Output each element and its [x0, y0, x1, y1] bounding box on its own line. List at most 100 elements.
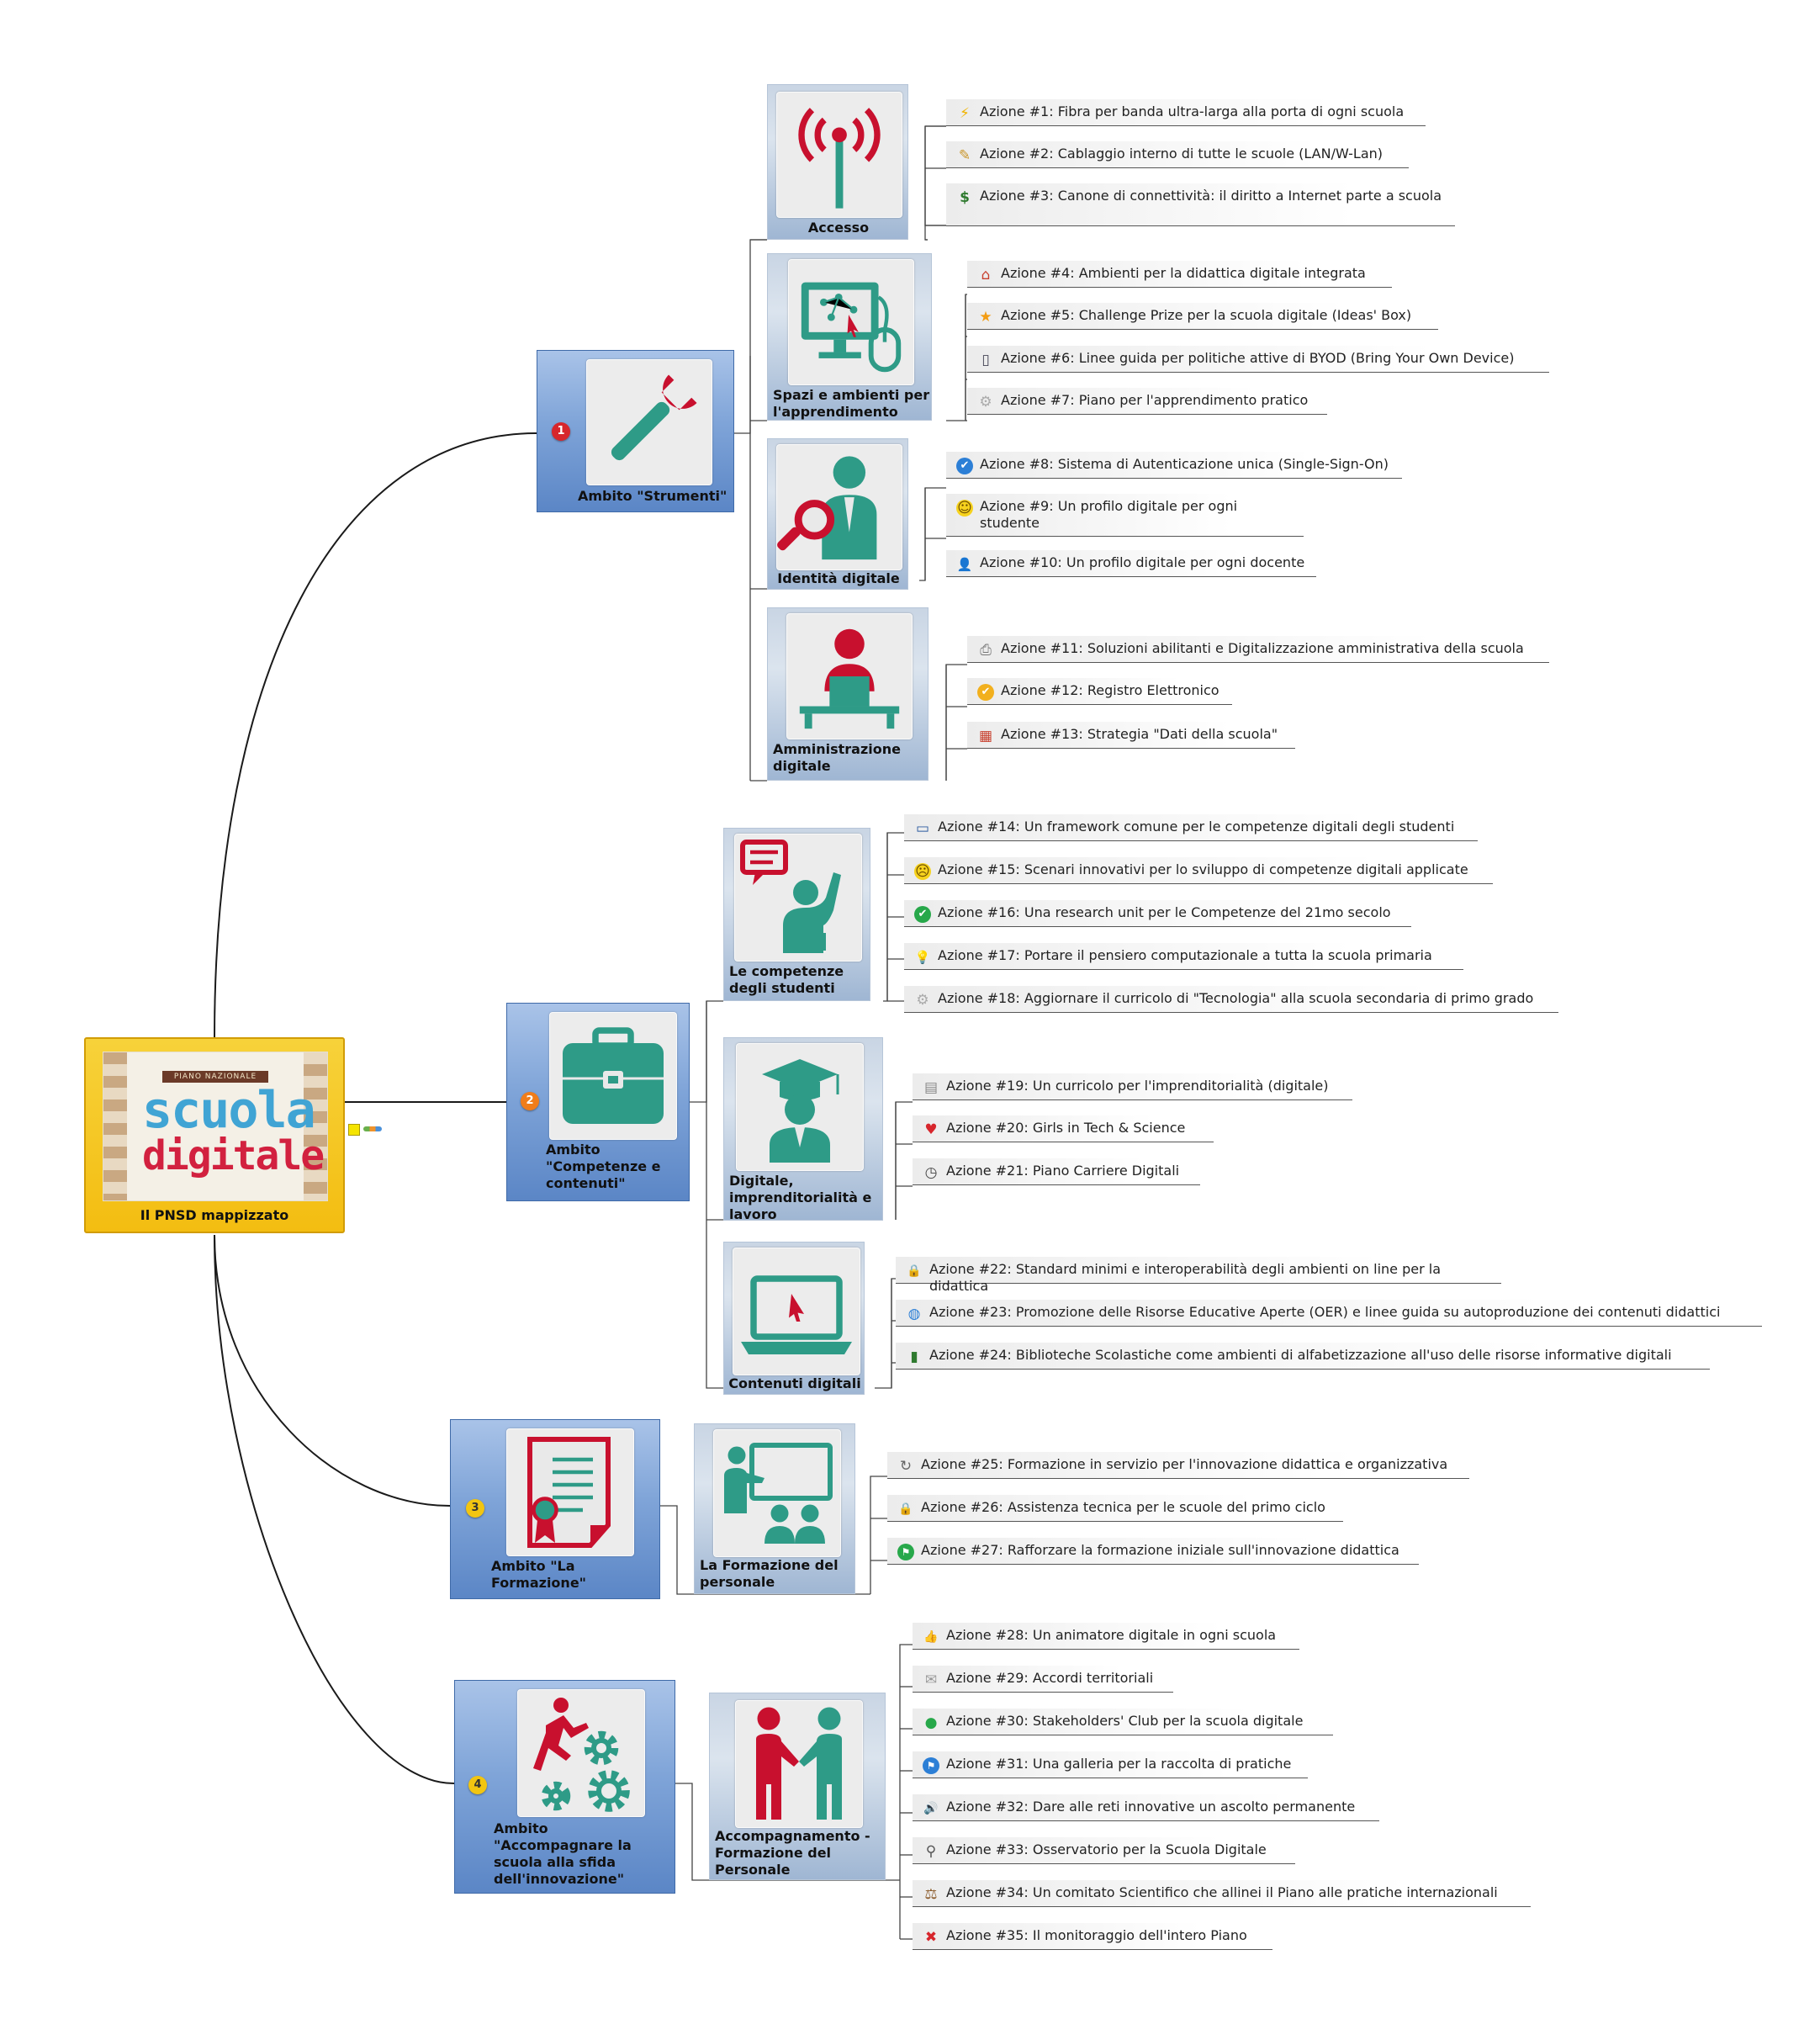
action-text: Azione #28: Un animatore digitale in ogn… [946, 1627, 1277, 1643]
action-17[interactable]: 💡Azione #17: Portare il pensiero computa… [904, 943, 1463, 970]
root-notes-icons[interactable] [348, 1124, 382, 1136]
action-15[interactable]: ☹ Azione #15: Scenari innovativi per lo s… [904, 857, 1493, 884]
action-24[interactable]: ▮Azione #24: Biblioteche Scolastiche com… [896, 1343, 1710, 1370]
action-text: Azione #15: Scenari innovativi per lo sv… [938, 861, 1468, 877]
ambito-accompagnare[interactable]: 4 Ambito "Accompagnare la scuola alla sf… [454, 1680, 675, 1894]
sub-digitale-imprenditorialita[interactable]: Digitale, imprenditorialità e lavoro [723, 1037, 883, 1222]
ambito-label: Ambito "Competenze e contenuti" [546, 1142, 661, 1191]
action-10[interactable]: 👤Azione #10: Un profilo digitale per ogn… [946, 550, 1316, 577]
action-text: Azione #35: Il monitoraggio dell'intero … [946, 1927, 1247, 1943]
action-1[interactable]: ⚡Azione #1: Fibra per banda ultra-larga … [946, 99, 1426, 126]
badge-3: 3 [466, 1499, 484, 1518]
sub-spazi-ambienti[interactable]: Spazi e ambienti per l'apprendimento [767, 253, 932, 421]
phone-icon: ▯ [981, 352, 990, 368]
ambito-label: Ambito "Accompagnare la scuola alla sfid… [494, 1820, 632, 1887]
action-text: Azione #22: Standard minimi e interopera… [929, 1261, 1441, 1294]
pnsd-logo: PIANO NAZIONALE scuola digitale [103, 1052, 328, 1201]
sub-accesso[interactable]: Accesso [767, 84, 908, 240]
action-29[interactable]: ✉Azione #29: Accordi territoriali [913, 1666, 1173, 1693]
speaker-icon: 🔊 [923, 1802, 939, 1815]
sub-formazione-personale[interactable]: La Formazione del personale [694, 1423, 855, 1594]
action-2[interactable]: ✎Azione #2: Cablaggio interno di tutte l… [946, 141, 1409, 168]
action-6[interactable]: ▯ Azione #6: Linee guida per politiche at… [967, 346, 1549, 373]
action-4[interactable]: ⌂Azione #4: Ambienti per la didattica di… [967, 261, 1392, 288]
action-text: Azione #11: Soluzioni abilitanti e Digit… [1001, 640, 1524, 656]
action-5[interactable]: ★Azione #5: Challenge Prize per la scuol… [967, 303, 1438, 330]
action-12[interactable]: ✔ Azione #12: Registro Elettronico [967, 678, 1232, 705]
sub-contenuti-digitali[interactable]: Contenuti digitali [723, 1242, 865, 1395]
link-icon[interactable] [363, 1126, 382, 1131]
logo-word-digitale: digitale [142, 1132, 325, 1179]
action-22[interactable]: 🔒Azione #22: Standard minimi e interoper… [896, 1257, 1501, 1294]
action-14[interactable]: ▭Azione #14: Un framework comune per le … [904, 814, 1478, 841]
action-25[interactable]: ↻ Azione #25: Formazione in servizio per … [887, 1452, 1469, 1479]
teacher-board-icon [713, 1429, 841, 1557]
action-text: Azione #6: Linee guida per politiche att… [1001, 350, 1515, 366]
smiley-icon: ☺ [956, 500, 973, 517]
sub-amministrazione-digitale[interactable]: Amministrazione digitale [767, 607, 929, 781]
action-26[interactable]: 🔒Azione #26: Assistenza tecnica per le s… [887, 1495, 1343, 1522]
action-21[interactable]: ◷Azione #21: Piano Carriere Digitali [913, 1158, 1200, 1185]
action-3[interactable]: $Azione #3: Canone di connettività: il d… [946, 183, 1455, 226]
action-30[interactable]: ●Azione #30: Stakeholders' Club per la s… [913, 1709, 1333, 1735]
action-16[interactable]: ✔Azione #16: Una research unit per le Co… [904, 900, 1411, 927]
action-33[interactable]: ⚲Azione #33: Osservatorio per la Scuola … [913, 1837, 1295, 1864]
sub-label: Le competenze degli studenti [729, 963, 844, 996]
action-11[interactable]: ⎙Azione #11: Soluzioni abilitanti e Digi… [967, 636, 1549, 663]
action-28[interactable]: 👍Azione #28: Un animatore digitale in og… [913, 1623, 1299, 1650]
action-text: Azione #5: Challenge Prize per la scuola… [1001, 307, 1412, 323]
action-19[interactable]: ▤Azione #19: Un curricolo per l'imprendi… [913, 1073, 1352, 1100]
briefcase-icon [549, 1012, 677, 1140]
ambito-label: Ambito "Strumenti" [578, 488, 727, 504]
refresh-icon: ↻ [899, 1458, 913, 1475]
action-text: Azione #7: Piano per l'apprendimento pra… [1001, 392, 1309, 408]
monitor-mouse-icon [788, 259, 914, 385]
action-text: Azione #30: Stakeholders' Club per la sc… [946, 1713, 1304, 1729]
check-badge-icon: ✔ [977, 684, 994, 701]
desk-laptop-icon [786, 613, 913, 739]
action-31[interactable]: ⚑Azione #31: Una galleria per la raccolt… [913, 1751, 1308, 1778]
ambito-strumenti[interactable]: 1 Ambito "Strumenti" [537, 350, 734, 512]
ambito-label: Ambito "La Formazione" [491, 1558, 586, 1591]
connector-root-ambito1 [214, 432, 537, 1039]
action-text: Azione #21: Piano Carriere Digitali [946, 1163, 1180, 1179]
magnifier-icon: ⚲ [925, 1843, 937, 1860]
calendar-icon: ▦ [978, 728, 993, 744]
pencil-icon: ✎ [958, 147, 971, 164]
action-text: Azione #10: Un profilo digitale per ogni… [980, 554, 1305, 570]
badge-1: 1 [552, 422, 570, 441]
action-13[interactable]: ▦Azione #13: Strategia "Dati della scuol… [967, 722, 1295, 749]
ambito-competenze-contenuti[interactable]: 2 Ambito "Competenze e contenuti" [506, 1003, 690, 1201]
sub-competenze-studenti[interactable]: Le competenze degli studenti [723, 828, 870, 1001]
root-label: Il PNSD mappizzato [140, 1207, 289, 1223]
action-text: Azione #25: Formazione in servizio per l… [921, 1456, 1448, 1472]
monitor-icon: ▭ [915, 820, 930, 837]
sub-label: Spazi e ambienti per l'apprendimento [773, 387, 930, 420]
action-8[interactable]: ✔Azione #8: Sistema di Autenticazione un… [946, 452, 1402, 479]
sub-label: Accesso [807, 220, 870, 236]
clipboard-icon: ▤ [923, 1079, 939, 1096]
action-text: Azione #31: Una galleria per la raccolta… [946, 1756, 1292, 1772]
heart-icon: ♥ [924, 1121, 938, 1138]
connector-root-ambito3 [214, 1234, 451, 1507]
action-23[interactable]: ◍Azione #23: Promozione delle Risorse Ed… [896, 1300, 1762, 1327]
action-9[interactable]: ☺Azione #9: Un profilo digitale per ogni… [946, 494, 1304, 537]
logo-banner: PIANO NAZIONALE [162, 1071, 268, 1083]
root-node[interactable]: PIANO NAZIONALE scuola digitale Il PNSD … [84, 1037, 345, 1233]
note-icon[interactable] [348, 1124, 360, 1136]
action-20[interactable]: ♥Azione #20: Girls in Tech & Science [913, 1115, 1214, 1142]
globe-icon: ◍ [907, 1306, 921, 1322]
antenna-icon [776, 92, 902, 218]
ambito-formazione[interactable]: 3 Ambito "La Formazione" [450, 1419, 660, 1599]
sub-identita-digitale[interactable]: Identità digitale [767, 438, 908, 590]
action-32[interactable]: 🔊Azione #32: Dare alle reti innovative u… [913, 1794, 1379, 1821]
action-35[interactable]: ✖Azione #35: Il monitoraggio dell'intero… [913, 1923, 1272, 1950]
action-text: Azione #12: Registro Elettronico [1001, 682, 1220, 698]
gear-icon: ⚙ [979, 394, 992, 411]
action-18[interactable]: ⚙Azione #18: Aggiornare il curricolo di … [904, 986, 1558, 1013]
action-7[interactable]: ⚙ Azione #7: Piano per l'apprendimento pr… [967, 388, 1327, 415]
sub-accompagnamento[interactable]: Accompagnamento - Formazione del Persona… [709, 1693, 886, 1880]
action-34[interactable]: ⚖Azione #34: Un comitato Scientifico che… [913, 1880, 1531, 1907]
surprised-face-icon: ☹ [914, 863, 931, 880]
action-27[interactable]: ⚑Azione #27: Rafforzare la formazione in… [887, 1538, 1419, 1565]
